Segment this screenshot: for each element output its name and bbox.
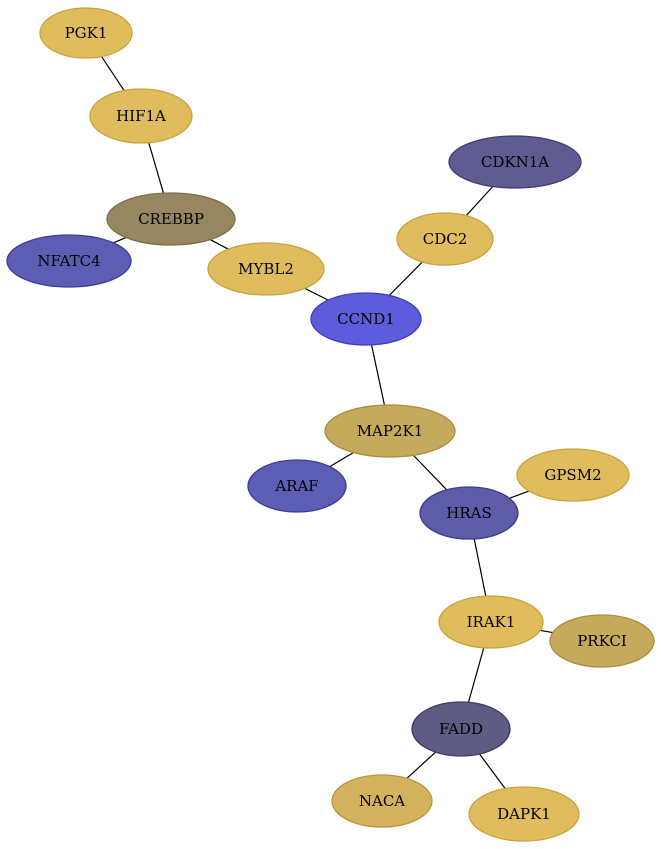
node-label: MAP2K1	[357, 422, 424, 440]
node-label: CDC2	[423, 230, 468, 248]
node-ellipse	[396, 212, 494, 266]
node-label: PRKCI	[577, 632, 627, 650]
edge-hras-gpsm2	[509, 490, 530, 499]
node-ccnd1[interactable]: CCND1	[310, 292, 422, 346]
node-ellipse	[468, 786, 580, 842]
node-label: CCND1	[337, 310, 395, 328]
node-ellipse	[324, 404, 456, 458]
edge-fadd-dapk1	[479, 753, 506, 789]
edge-ccnd1-map2k1	[370, 344, 386, 406]
node-ellipse	[207, 242, 325, 296]
edge-mybl2-ccnd1	[304, 287, 329, 301]
node-irak1[interactable]: IRAK1	[438, 595, 544, 649]
node-nfatc4[interactable]: NFATC4	[6, 234, 132, 288]
node-ellipse	[516, 448, 630, 502]
edge-cdkn1a-cdc2	[465, 186, 494, 217]
node-fadd[interactable]: FADD	[411, 701, 511, 757]
node-label: FADD	[439, 720, 483, 738]
node-ellipse	[549, 614, 655, 668]
node-naca[interactable]: NACA	[331, 774, 433, 828]
edges-layer	[101, 56, 553, 789]
edge-pgk1-hif1a	[101, 56, 125, 91]
edge-cdc2-ccnd1	[388, 261, 423, 296]
node-map2k1[interactable]: MAP2K1	[324, 404, 456, 458]
node-label: IRAK1	[467, 613, 516, 631]
node-ellipse	[419, 486, 519, 540]
node-gpsm2[interactable]: GPSM2	[516, 448, 630, 502]
node-dapk1[interactable]: DAPK1	[468, 786, 580, 842]
node-label: CREBBP	[138, 210, 204, 228]
edge-map2k1-araf	[329, 452, 354, 468]
edge-fadd-naca	[406, 751, 437, 779]
node-ellipse	[89, 88, 193, 144]
edge-crebbp-nfatc4	[113, 236, 127, 244]
node-ellipse	[247, 459, 347, 513]
node-label: PGK1	[65, 24, 108, 42]
node-ellipse	[411, 701, 511, 757]
node-mybl2[interactable]: MYBL2	[207, 242, 325, 296]
node-label: DAPK1	[497, 805, 551, 823]
node-label: MYBL2	[238, 260, 294, 278]
edge-irak1-fadd	[467, 647, 485, 703]
node-label: NACA	[359, 792, 405, 810]
node-label: NFATC4	[37, 252, 100, 270]
node-prkci[interactable]: PRKCI	[549, 614, 655, 668]
node-ellipse	[310, 292, 422, 346]
node-hif1a[interactable]: HIF1A	[89, 88, 193, 144]
node-ellipse	[39, 7, 133, 59]
node-pgk1[interactable]: PGK1	[39, 7, 133, 59]
edge-hif1a-crebbp	[148, 142, 165, 194]
node-label: ARAF	[274, 477, 318, 495]
node-label: HIF1A	[116, 107, 166, 125]
node-ellipse	[448, 135, 582, 189]
node-cdkn1a[interactable]: CDKN1A	[448, 135, 582, 189]
node-araf[interactable]: ARAF	[247, 459, 347, 513]
node-label: HRAS	[446, 504, 491, 522]
node-crebbp[interactable]: CREBBP	[106, 192, 236, 246]
edge-irak1-prkci	[540, 629, 553, 634]
node-ellipse	[438, 595, 544, 649]
node-label: CDKN1A	[481, 153, 549, 171]
node-ellipse	[6, 234, 132, 288]
node-ellipse	[331, 774, 433, 828]
edge-map2k1-hras	[412, 454, 448, 491]
edge-hras-irak1	[473, 538, 487, 597]
node-label: GPSM2	[544, 466, 601, 484]
node-ellipse	[106, 192, 236, 246]
node-hras[interactable]: HRAS	[419, 486, 519, 540]
node-cdc2[interactable]: CDC2	[396, 212, 494, 266]
edge-crebbp-mybl2	[209, 239, 229, 250]
